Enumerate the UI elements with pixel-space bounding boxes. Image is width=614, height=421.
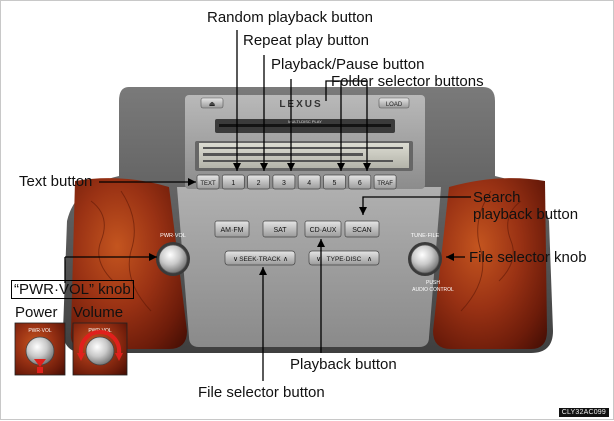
push-label: PUSH <box>426 280 440 286</box>
svg-text:SAT: SAT <box>273 227 287 234</box>
preset-button-2-label: 2 <box>257 180 261 187</box>
pwr-vol-knob[interactable] <box>158 244 188 274</box>
svg-text:PWR·VOL: PWR·VOL <box>28 328 52 334</box>
callout-playback-button: Playback button <box>290 356 397 373</box>
callout-file-selector-knob: File selector knob <box>469 249 587 266</box>
chevron-down-icon: ∨ <box>233 256 238 263</box>
chevron-up-icon: ∧ <box>283 256 288 263</box>
audio-control-label: AUDIO CONTROL <box>412 287 454 293</box>
svg-text:SCAN: SCAN <box>352 227 371 234</box>
tune-file-knob[interactable] <box>410 244 440 274</box>
svg-text:AM·FM: AM·FM <box>221 227 244 234</box>
pwr-vol-label: PWR·VOL <box>160 233 186 239</box>
eject-icon: ⏏ <box>209 101 216 108</box>
svg-text:SEEK·TRACK: SEEK·TRACK <box>239 256 281 263</box>
leader-arrowheads <box>149 163 454 275</box>
chevron-down-icon: ∨ <box>316 256 321 263</box>
preset-button-3-label: 3 <box>282 180 286 187</box>
preset-button-4[interactable] <box>297 174 321 190</box>
load-button[interactable] <box>378 97 410 109</box>
type-disc-button[interactable] <box>308 250 380 266</box>
preset-button-5[interactable] <box>323 174 346 190</box>
preset-button-2[interactable] <box>247 174 270 190</box>
callout-text-button: Text button <box>19 173 93 190</box>
pwr-vol-knob-inset <box>85 336 115 366</box>
load-label: LOAD <box>386 102 403 108</box>
press-arrow-icon <box>34 359 46 373</box>
preset-button-3[interactable] <box>272 174 296 190</box>
right-wood-trim <box>433 178 547 349</box>
preset-button-6[interactable] <box>348 174 372 190</box>
preset-button-4-label: 4 <box>307 180 311 187</box>
traf-button[interactable] <box>373 174 397 190</box>
slot-label: MULTI-DISC PLAY <box>288 119 322 124</box>
volume-inset: PWR·VOL <box>72 322 128 376</box>
svg-text:TYPE·DISC: TYPE·DISC <box>327 256 362 263</box>
preset-button-5-label: 5 <box>333 180 337 187</box>
text-button-label: TEXT <box>200 181 216 187</box>
callout-power: Power <box>15 304 58 321</box>
text-button[interactable] <box>196 174 220 190</box>
cd-aux-button[interactable] <box>304 220 342 238</box>
figure-code: CLY32AC099 <box>558 408 609 417</box>
seek-track-button[interactable] <box>224 250 296 266</box>
callout-folder-selector: Folder selector buttons <box>331 73 484 90</box>
callout-file-selector-button: File selector button <box>198 384 325 401</box>
power-inset: PWR·VOL <box>14 322 66 376</box>
svg-text:CD·AUX: CD·AUX <box>310 227 337 234</box>
callout-random-playback: Random playback button <box>207 9 373 26</box>
callout-playback-pause: Playback/Pause button <box>271 56 425 73</box>
preset-button-1[interactable] <box>221 174 245 190</box>
callout-volume: Volume <box>73 304 124 321</box>
am-fm-button[interactable] <box>214 220 250 238</box>
traf-button-label: TRAF <box>377 181 393 187</box>
preset-button-6-label: 6 <box>358 180 362 187</box>
sat-button[interactable] <box>262 220 298 238</box>
callout-search-playback: Search playback button <box>473 189 579 223</box>
brand-logo: LEXUS <box>279 99 322 110</box>
rotate-arrow-icon <box>78 329 101 354</box>
control-face <box>177 187 441 347</box>
scan-button[interactable] <box>344 220 380 238</box>
chevron-up-icon: ∧ <box>367 256 372 263</box>
preset-row: TEXT 1 2 3 4 5 6 TRAF <box>196 174 397 190</box>
callout-repeat-play: Repeat play button <box>243 32 369 49</box>
callout-pwr-vol-knob: “PWR·VOL” knob <box>11 280 134 299</box>
eject-button[interactable] <box>200 97 224 109</box>
preset-button-1-label: 1 <box>231 180 235 187</box>
tune-file-label: TUNE·FILE <box>411 233 440 239</box>
